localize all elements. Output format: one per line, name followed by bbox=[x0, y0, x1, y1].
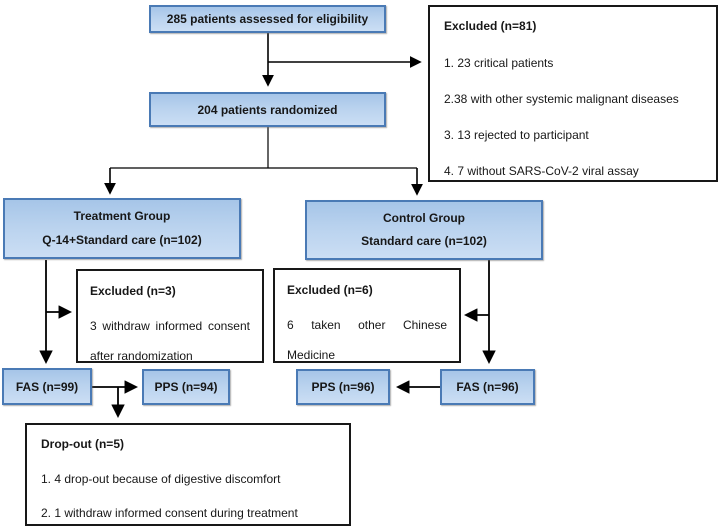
box-eligibility-label: 285 patients assessed for eligibility bbox=[166, 12, 369, 26]
box-excluded-treatment: Excluded (n=3) 3 withdraw informed conse… bbox=[76, 269, 264, 363]
box-dropout: Drop-out (n=5) 1. 4 drop-out because of … bbox=[25, 423, 351, 526]
dropout-item-1: 1. 4 drop-out because of digestive disco… bbox=[41, 472, 281, 486]
box-pps-treatment: PPS (n=94) bbox=[142, 369, 230, 405]
excluded-treatment-title: Excluded (n=3) bbox=[90, 284, 176, 298]
fas-control-label: FAS (n=96) bbox=[456, 380, 519, 394]
box-randomized-label: 204 patients randomized bbox=[197, 102, 338, 117]
dropout-title: Drop-out (n=5) bbox=[41, 437, 124, 451]
box-excluded-main: Excluded (n=81) 1. 23 critical patients … bbox=[428, 5, 718, 182]
box-randomized: 204 patients randomized bbox=[149, 92, 386, 127]
excluded-treatment-body: 3 withdraw informed consent after random… bbox=[90, 319, 250, 363]
excluded-main-item-3: 3. 13 rejected to participant bbox=[444, 128, 589, 142]
box-excluded-main-title: Excluded (n=81) bbox=[444, 19, 537, 33]
box-eligibility: 285 patients assessed for eligibility bbox=[149, 5, 386, 33]
treatment-group-detail: Q-14+Standard care (n=102) bbox=[42, 233, 202, 247]
excluded-control-title: Excluded (n=6) bbox=[287, 283, 373, 297]
pps-treatment-label: PPS (n=94) bbox=[154, 380, 218, 394]
box-excluded-control: Excluded (n=6) 6 taken other Chinese Med… bbox=[273, 268, 461, 363]
pps-control-label: PPS (n=96) bbox=[311, 380, 375, 394]
box-pps-control: PPS (n=96) bbox=[296, 369, 390, 405]
excluded-main-item-2: 2.38 with other systemic malignant disea… bbox=[444, 92, 679, 106]
treatment-group-name: Treatment Group bbox=[73, 209, 171, 223]
box-fas-treatment: FAS (n=99) bbox=[2, 368, 92, 405]
fas-treatment-label: FAS (n=99) bbox=[15, 379, 79, 394]
control-group-detail: Standard care (n=102) bbox=[361, 234, 487, 248]
control-group-name: Control Group bbox=[383, 211, 465, 225]
box-fas-control: FAS (n=96) bbox=[440, 369, 535, 405]
excluded-main-item-4: 4. 7 without SARS-CoV-2 viral assay bbox=[444, 164, 639, 178]
excluded-control-body: 6 taken other Chinese Medicine bbox=[287, 318, 447, 362]
box-treatment-group: Treatment Group Q-14+Standard care (n=10… bbox=[3, 198, 241, 259]
box-control-group: Control Group Standard care (n=102) bbox=[305, 200, 543, 260]
dropout-item-2: 2. 1 withdraw informed consent during tr… bbox=[41, 506, 298, 520]
excluded-main-item-1: 1. 23 critical patients bbox=[444, 56, 554, 70]
